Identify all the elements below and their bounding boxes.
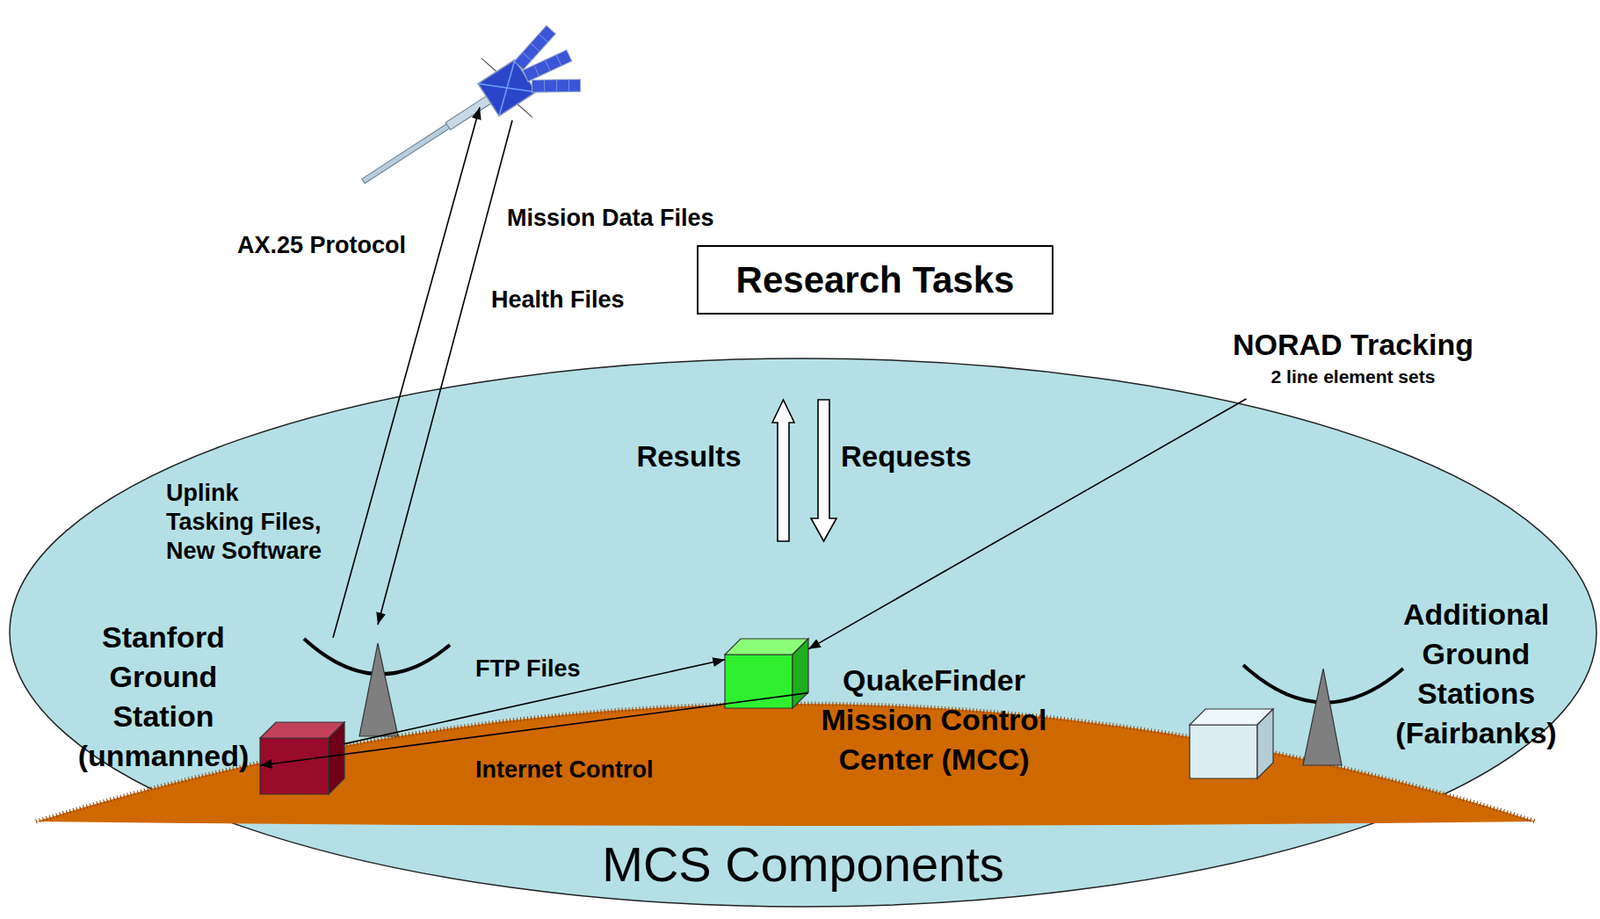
flow-label-holder: Requests [840, 439, 1017, 475]
cube-side [1257, 709, 1274, 779]
hollow-up-arrow [772, 399, 795, 542]
station-label: Additional Ground Stations (Fairbanks) [1388, 594, 1564, 753]
cube-front [1189, 724, 1258, 779]
dish-reflector [1243, 665, 1404, 703]
station-cube: Additional Ground Stations (Fairbanks) [1189, 709, 1274, 779]
link-label-holder: Mission Data Files [506, 203, 771, 232]
control-label-holder: QuakeFinder Mission Control Center (MCC) [815, 660, 1053, 780]
cube-front [260, 738, 329, 795]
cube-side [792, 638, 809, 709]
edge-label-holder: FTP Files [475, 654, 652, 683]
flow-label: Requests [840, 439, 972, 475]
uplink-arrow [333, 107, 480, 638]
box-title: Research Tasks [736, 258, 1015, 303]
edge-label-holder: Internet Control [475, 755, 704, 784]
connector-arrow [260, 693, 809, 767]
satellite-boom [361, 121, 454, 183]
source-text: 2 line element sets [1271, 365, 1436, 389]
flow-label-holder: Results [618, 439, 760, 475]
source-node: NORAD Tracking 2 line element sets [1212, 323, 1494, 399]
system-title-holder: MCS Components [495, 836, 1111, 893]
station-label-holder: Additional Ground Stations (Fairbanks) [1388, 594, 1564, 753]
control-cube: QuakeFinder Mission Control Center (MCC) [724, 638, 809, 709]
protocol-label-holder: AX.25 Protocol [224, 231, 419, 260]
satellite-cross [477, 59, 536, 116]
solar-panel [514, 25, 556, 70]
cube-shape [724, 638, 809, 709]
station-label-holder: Stanford Ground Station (unmanned) [69, 617, 259, 776]
station-cube: Stanford Ground Station (unmanned) [260, 722, 345, 795]
solar-panel [522, 50, 572, 82]
hollow-down-arrow [810, 399, 837, 542]
satellite-boom-base [445, 95, 492, 131]
earth-hatch [36, 703, 1536, 822]
link-label-holder: Uplink Tasking Files, New Software [166, 478, 329, 566]
link-label: Health Files [491, 285, 625, 314]
satellite-whip [517, 101, 533, 121]
ellipse-shape [9, 358, 1597, 907]
source-text: NORAD Tracking [1232, 326, 1474, 362]
cube-shape [260, 722, 345, 795]
flow-label: Results [636, 439, 741, 475]
link-label: Uplink Tasking Files, New Software [166, 478, 329, 566]
cube-side [328, 722, 345, 795]
source-text-holder: NORAD Tracking [1214, 326, 1492, 362]
protocol-label: AX.25 Protocol [237, 231, 406, 260]
satellite-body [477, 59, 536, 116]
control-label: QuakeFinder Mission Control Center (MCC) [815, 660, 1053, 780]
box-title-holder: Research Tasks [699, 258, 1051, 303]
earth-band [36, 703, 1536, 826]
ellipse-outline [7, 356, 1599, 909]
connector-arrow [344, 659, 725, 745]
dish-mast [359, 643, 399, 737]
dish-reflector [304, 638, 450, 674]
task-box: Research Tasks [696, 245, 1054, 315]
link-label: Mission Data Files [506, 203, 715, 232]
satellite-whip [481, 55, 497, 75]
link-label-holder: Health Files [491, 285, 703, 314]
dish-mast [1303, 668, 1342, 766]
system-ellipse: MCS Components Stanford Ground Station (u… [7, 356, 1599, 909]
source-text-holder: 2 line element sets [1214, 365, 1492, 389]
solar-panel [531, 79, 580, 93]
system-title: MCS Components [601, 836, 1005, 893]
station-label: Stanford Ground Station (unmanned) [69, 617, 259, 776]
cube-front [724, 654, 793, 709]
edge-label: FTP Files [475, 654, 581, 683]
satellite [341, 16, 590, 218]
cube-shape [1189, 709, 1274, 779]
connector-arrow [808, 398, 1246, 650]
edge-label: Internet Control [475, 755, 654, 784]
downlink-arrow [377, 120, 513, 625]
